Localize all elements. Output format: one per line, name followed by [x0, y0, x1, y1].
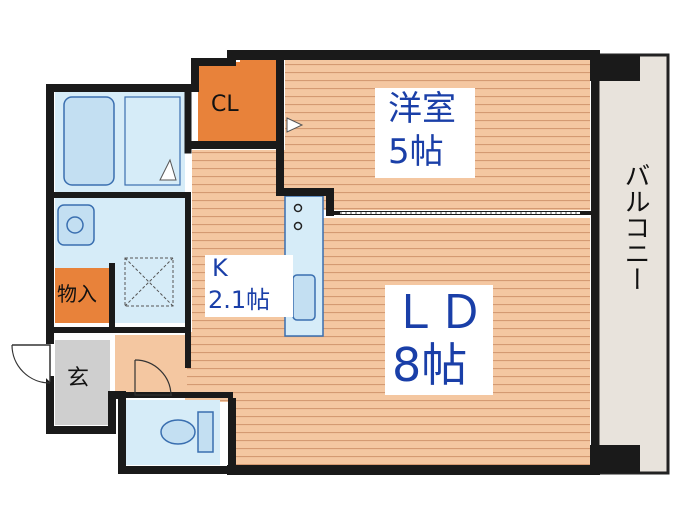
- kitchen-size: 2.1帖: [208, 286, 271, 314]
- western-room-name: 洋室: [388, 89, 456, 129]
- kitchen-name: K: [212, 254, 228, 282]
- western-room-label-bg: [375, 88, 475, 178]
- kitchen-label-bg: [205, 255, 293, 317]
- closet-label-bg: [208, 90, 266, 120]
- closet-label: CL: [211, 92, 239, 117]
- ld-size: 8帖: [392, 338, 468, 392]
- entrance-label-bg: [63, 362, 93, 396]
- storage-area: [55, 268, 110, 323]
- ld-name: ＬＤ: [392, 285, 484, 339]
- storage-label: 物入: [57, 282, 97, 306]
- western-room-size: 5帖: [388, 132, 444, 172]
- entrance-label: 玄: [67, 366, 90, 391]
- balcony-label: バルコニー: [620, 162, 650, 292]
- ld-label-bg: [385, 285, 493, 395]
